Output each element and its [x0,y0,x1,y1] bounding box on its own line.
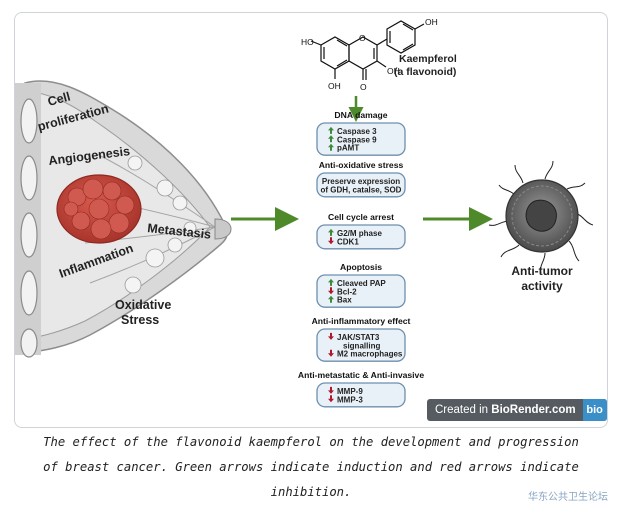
compound-name: Kaempferol [399,53,457,65]
caption-line-1: The effect of the flavonoid kaempferol o… [43,435,579,449]
down-arrow-icon [328,332,334,340]
biorender-logo-icon: bio [582,399,607,421]
effect-box-1 [316,172,406,198]
effect-box-0 [316,122,406,156]
up-arrow-icon [328,295,334,303]
effect-item-4-1: signalling [343,341,380,350]
effect-item-4-0: JAK/STAT3 [337,333,380,342]
effect-box-2 [316,224,406,250]
effect-heading-0: DNA damage [334,110,387,120]
breast-illustration: Cell proliferation Angiogenesis Metastas… [15,80,232,358]
chem-ring-o: O [359,33,366,43]
chem-keto: O [360,82,367,92]
watermark: 华东公共卫生论坛 [528,492,608,503]
chem-oh-top: OH [425,17,438,27]
effect-item-0-0: Caspase 3 [337,127,377,136]
effect-box-3 [316,274,406,308]
nipple [214,218,232,240]
effect-item-4-2: M2 macrophages [337,350,403,359]
figure-canvas: Cell proliferation Angiogenesis Metastas… [15,17,594,408]
effect-item-1-1: of GDH, catalse, SOD [321,185,402,194]
effect-item-3-2: Bax [337,296,352,305]
up-arrow-icon [328,135,334,143]
label-proliferation-1: Cell [46,89,72,108]
up-arrow-icon [328,143,334,151]
badge-brand: BioRender.com [491,404,576,416]
effect-item-5-0: MMP-9 [337,387,363,396]
effect-item-3-1: Bcl-2 [337,287,357,296]
rib-cage [15,83,41,358]
down-arrow-icon [328,287,334,295]
chem-oh-left: HO [301,37,314,47]
caption-line-2: of breast cancer. Green arrows indicate … [43,460,579,474]
badge-prefix: Created in [435,404,492,416]
biorender-badge[interactable]: Created in BioRender.com bio [427,399,607,421]
down-arrow-icon [328,349,334,357]
effect-heading-5: Anti-metastatic & Anti-invasive [298,370,424,380]
anti-tumor-cell: Anti-tumor activity [488,160,594,293]
effect-item-2-1: CDK1 [337,237,359,246]
effect-item-3-0: Cleaved PAP [337,279,386,288]
chem-oh-right: OH [387,66,400,76]
breast-tumor [56,174,142,244]
down-arrow-icon [328,395,334,403]
up-arrow-icon [328,278,334,286]
down-arrow-icon [328,386,334,394]
figure-frame: Cell proliferation Angiogenesis Metastas… [14,12,608,428]
figure-caption: The effect of the flavonoid kaempferol o… [0,430,622,505]
effect-item-0-2: pAMT [337,144,359,153]
effect-item-2-0: G2/M phase [337,229,382,238]
outcome-line-1: Anti-tumor [511,264,573,278]
chem-oh-bottom: OH [328,81,341,91]
effect-item-1-0: Preserve expression [322,177,400,186]
label-oxidative-1: Oxidative [115,298,171,312]
down-arrow-icon [328,237,334,245]
up-arrow-icon [328,228,334,236]
effect-box-5 [316,382,406,408]
effect-item-0-1: Caspase 9 [337,135,377,144]
effect-heading-2: Cell cycle arrest [328,212,394,222]
label-oxidative-2: Stress [121,313,159,327]
effect-heading-3: Apoptosis [340,262,382,272]
effect-heading-1: Anti-oxidative stress [319,160,404,170]
effect-box-4 [316,328,406,362]
lobules [108,155,197,294]
effect-item-5-1: MMP-3 [337,395,363,404]
caption-line-3: inhibition. [270,485,352,499]
compound-class: (a flavonoid) [394,66,456,78]
kaempferol-structure [310,20,425,80]
effect-heading-4: Anti-inflammatory effect [312,316,411,326]
outcome-line-2: activity [521,279,563,293]
label-metastasis: Metastasis [147,221,212,242]
